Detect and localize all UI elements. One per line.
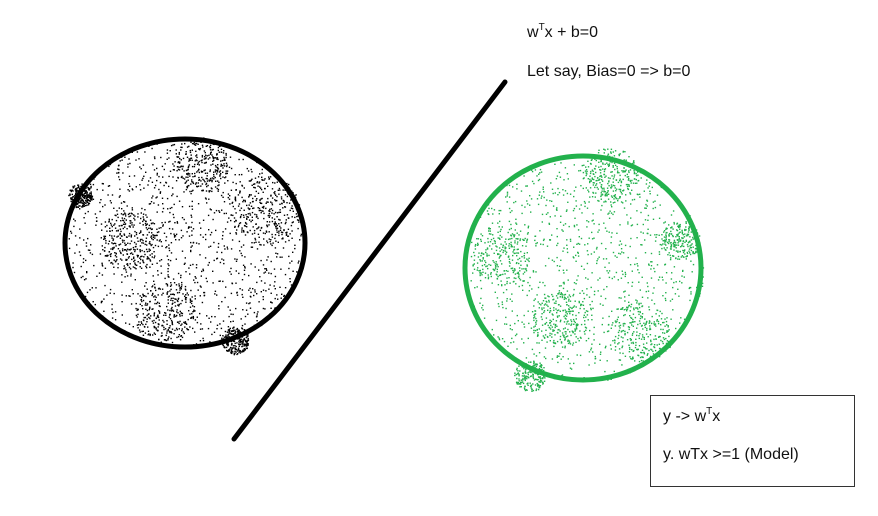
model-prediction-text: y -> wTx	[663, 406, 721, 426]
black-class-ellipse	[62, 136, 308, 350]
bias-assumption-text: Let say, Bias=0 => b=0	[527, 63, 691, 80]
green-class-scatter	[464, 148, 705, 392]
hyperplane-equation: wTx + b=0	[527, 22, 599, 42]
green-class-ellipse	[462, 153, 704, 383]
model-constraint-text: y. wTx >=1 (Model)	[663, 446, 799, 463]
model-box: y -> wTx y. wTx >=1 (Model)	[650, 395, 855, 487]
separating-hyperplane-line	[231, 79, 508, 442]
